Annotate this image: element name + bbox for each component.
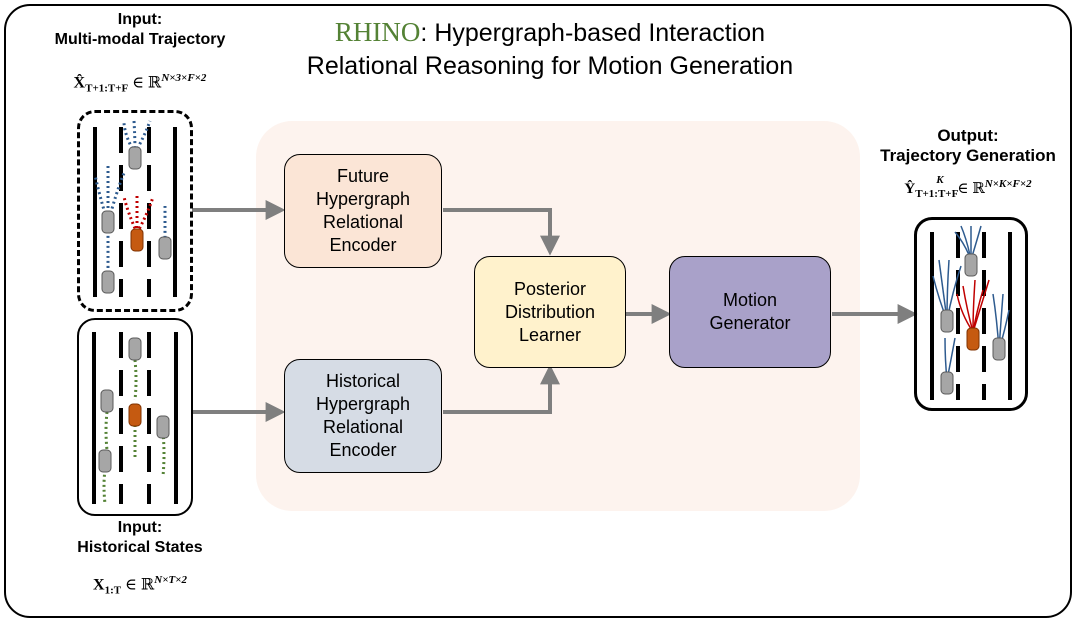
history-scene-drawing [92,332,178,505]
diagram-title: RHINO: Hypergraph-based Interaction Rela… [270,16,830,83]
formula-sup: N×3×F×2 [161,72,207,84]
formula-supk: K [936,174,944,186]
green-trajectory [161,431,166,477]
formula-set: ∈ ℝ [953,181,985,197]
car-icon [101,210,115,234]
blue-trajectory [93,174,110,224]
input-multimodal-label-line1: Input: [117,11,163,28]
green-trajectory [104,411,109,451]
title-rest: : Hypergraph-based Interaction [420,19,766,47]
output-label-line2: Trajectory Generation [880,146,1056,165]
input-multimodal-label-line2: Multi-modal Trajectory [54,31,226,48]
car-icon [128,146,142,170]
formula-sub: T+1:T+F [85,82,129,95]
formula-sup: N×K×F×2 [984,178,1032,190]
formula-sup: N×T×2 [154,574,187,586]
car-icon [158,236,172,260]
car-icon [992,337,1006,361]
input-multimodal-formula: X̂T+1:T+F ∈ ℝN×3×F×2 [20,72,260,95]
green-trajectory [133,359,138,401]
formula-set: ∈ ℝ [128,74,162,92]
output-label: Output: Trajectory Generation [862,126,1074,166]
multimodal-scene [77,110,193,312]
formula-var: X̂ [73,74,86,92]
blue-trajectory [132,120,137,154]
formula-var: Ŷ [904,181,916,197]
motion-generator-label: Motion Generator [709,290,791,333]
car-icon [128,337,142,361]
ego-car-icon [130,228,144,252]
multimodal-scene-drawing [93,120,177,297]
future-encoder-label: Future Hypergraph Relational Encoder [315,166,411,255]
car-icon [98,449,112,473]
formula-sub: T+1:T+F [915,188,959,200]
output-label-line1: Output: [937,126,999,145]
title-brand: RHINO [334,17,421,47]
input-history-label-line2: Historical States [77,539,203,556]
diagram-frame [4,4,1072,618]
car-icon [100,389,114,413]
input-history-label-line1: Input: [117,519,163,536]
red-trajectory [972,279,990,333]
motion-generator-box: Motion Generator [669,256,831,368]
red-trajectory [122,196,139,234]
car-icon [964,253,978,277]
formula-var: X [93,576,105,594]
history-scene [77,318,193,516]
car-icon [940,309,954,333]
red-trajectory [135,196,155,234]
title-line2: Relational Reasoning for Motion Generati… [306,52,794,80]
historical-encoder-label: Historical Hypergraph Relational Encoder [315,371,411,460]
arrow-future-to-posterior [443,208,560,256]
future-encoder-box: Future Hypergraph Relational Encoder [284,154,442,268]
output-scene-drawing [930,225,1012,400]
car-icon [101,270,115,294]
posterior-label: Posterior Distribution Learner [504,278,596,345]
input-history-label: Input: Historical States [20,518,260,558]
output-formula: ŶT+1:T+F K ∈ ℝN×K×F×2 [862,174,1074,200]
posterior-box: Posterior Distribution Learner [474,256,626,368]
car-icon [940,371,954,395]
arrow-historical-to-posterior [443,364,560,414]
ego-car-icon [128,403,142,427]
ego-car-icon [966,327,980,351]
green-trajectory [102,469,107,505]
input-history-formula: X1:T ∈ ℝN×T×2 [20,574,260,597]
formula-sub: 1:T [104,584,122,597]
formula-set: ∈ ℝ [121,576,155,594]
output-scene [914,217,1028,411]
input-multimodal-label: Input: Multi-modal Trajectory [20,10,260,50]
historical-encoder-box: Historical Hypergraph Relational Encoder [284,359,442,473]
car-icon [156,415,170,439]
